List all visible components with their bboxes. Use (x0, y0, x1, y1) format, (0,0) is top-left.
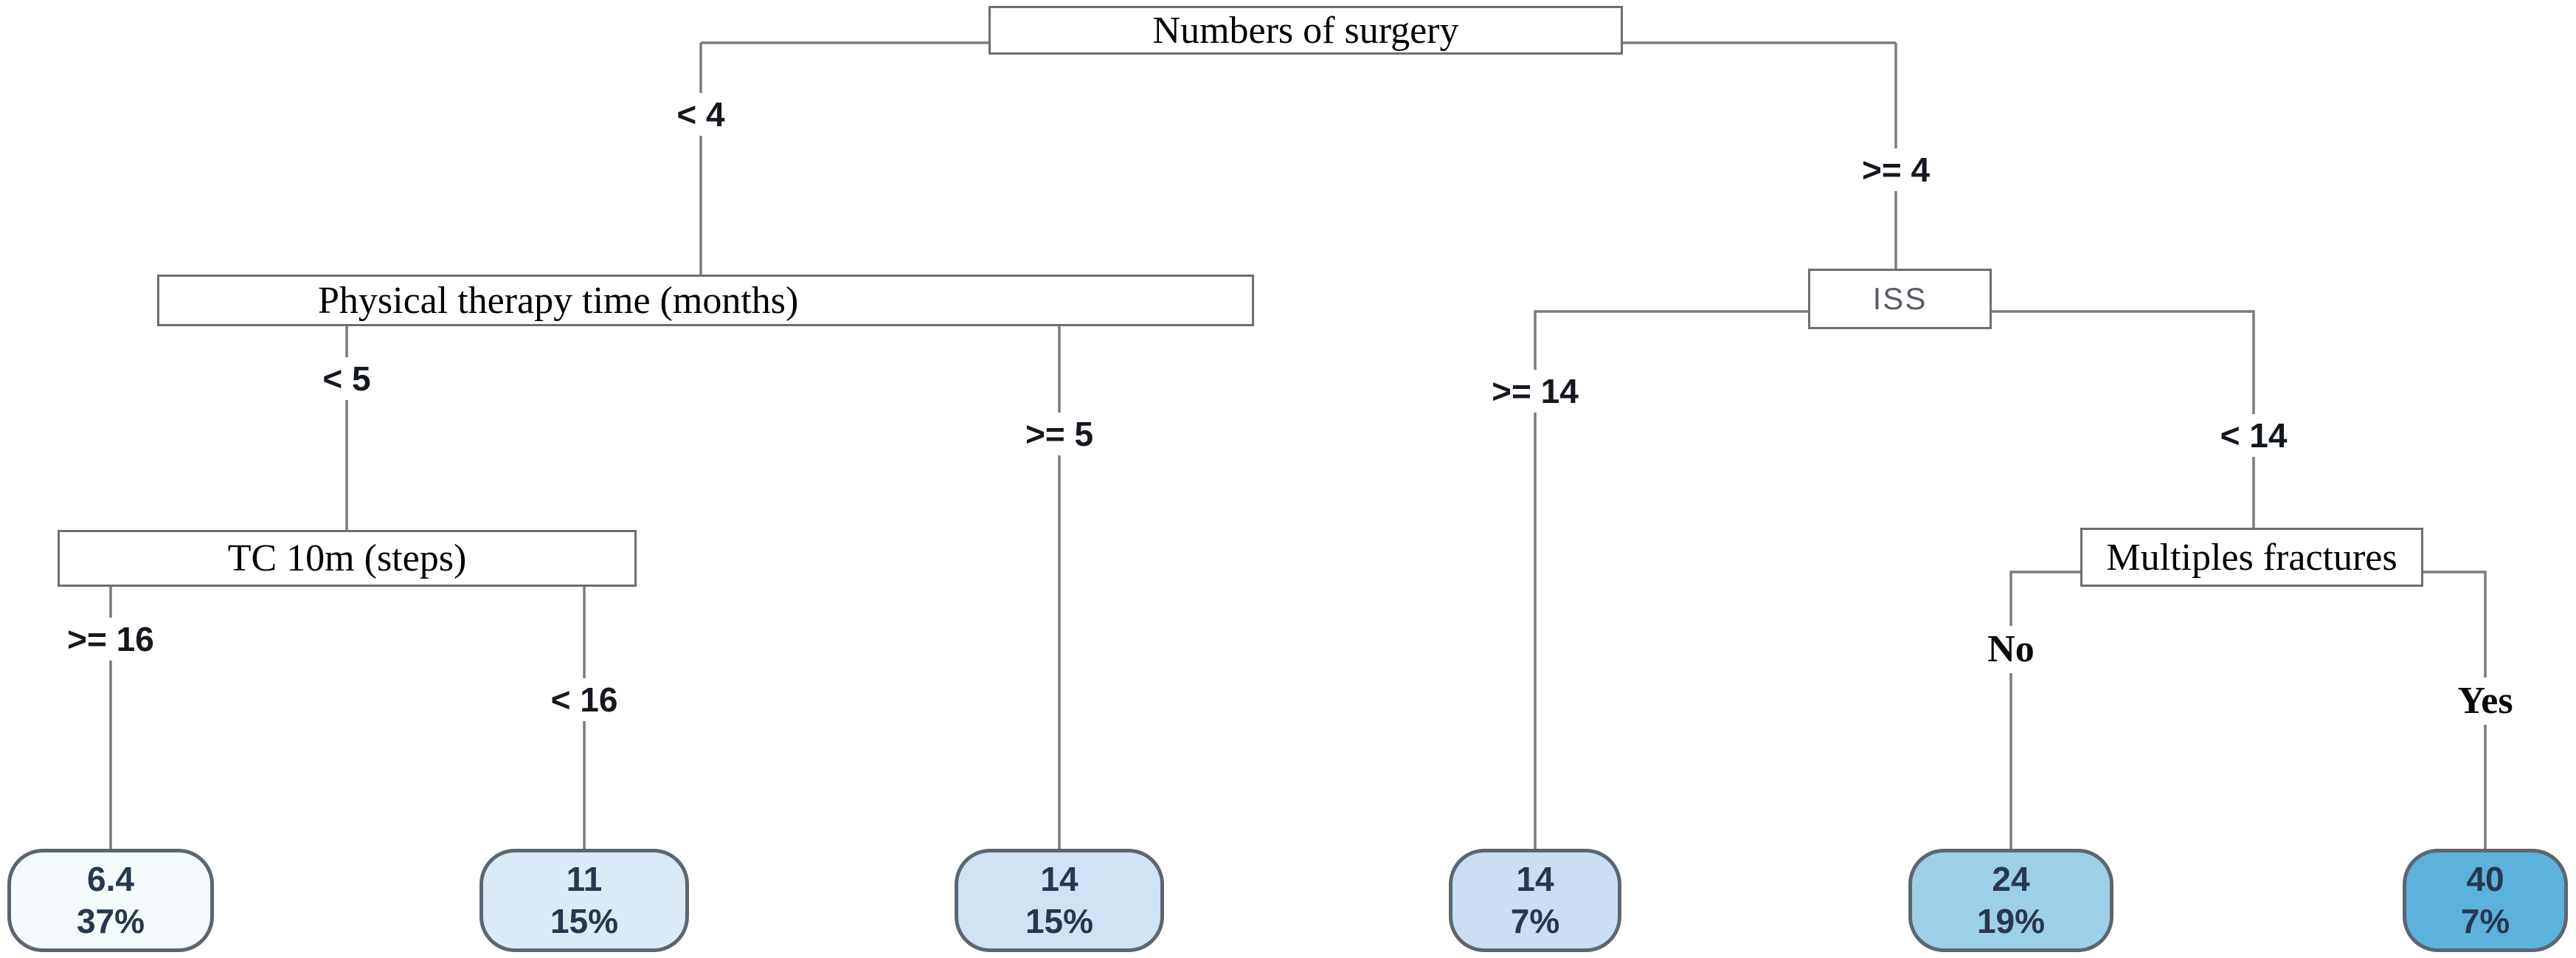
edge-multiple-fractures-to-leaf-6 (2423, 571, 2487, 850)
leaf-node-3: 14 15% (955, 849, 1164, 952)
branch-label-root-right: >= 4 (1854, 148, 1938, 191)
leaf-3-percent: 15% (1025, 902, 1094, 940)
node-iss: ISS (1808, 269, 1992, 329)
branch-label-iss-left: >= 14 (1484, 370, 1586, 413)
leaf-node-4: 14 7% (1449, 849, 1621, 952)
node-iss-label: ISS (1872, 281, 1928, 316)
leaf-1-value: 6.4 (87, 859, 134, 898)
branch-label-physical-therapy-left: < 5 (315, 357, 378, 400)
branch-label-tc10m-right: < 16 (543, 678, 626, 721)
leaf-2-value: 11 (566, 859, 603, 898)
leaf-4-percent: 7% (1510, 902, 1560, 940)
leaf-2-percent: 15% (550, 902, 619, 940)
leaf-node-1: 6.4 37% (7, 849, 214, 952)
leaf-4-value: 14 (1516, 859, 1554, 898)
leaf-3-value: 14 (1040, 859, 1078, 898)
node-physical-therapy-time: Physical therapy time (months) (157, 275, 1254, 326)
branch-label-multiple-fractures-yes: Yes (2450, 678, 2521, 725)
node-physical-therapy-time-label: Physical therapy time (months) (318, 279, 799, 322)
branch-label-physical-therapy-right: >= 5 (1017, 413, 1101, 455)
leaf-1-percent: 37% (76, 902, 145, 940)
edge-iss-to-leaf-4 (1534, 310, 1808, 850)
node-tc-10m-steps: TC 10m (steps) (58, 530, 637, 587)
branch-label-tc10m-left: >= 16 (60, 618, 162, 661)
leaf-node-6: 40 7% (2403, 849, 2568, 952)
node-numbers-of-surgery-label: Numbers of surgery (1152, 9, 1459, 52)
leaf-node-5: 24 19% (1908, 849, 2113, 952)
branch-label-root-left: < 4 (669, 93, 733, 136)
node-multiples-fractures-label: Multiples fractures (2106, 536, 2397, 579)
leaf-node-2: 11 15% (479, 849, 689, 952)
edge-multiple-fractures-to-leaf-5 (2009, 571, 2080, 850)
leaf-5-value: 24 (1992, 859, 2030, 898)
leaf-6-percent: 7% (2460, 902, 2510, 940)
branch-label-iss-right: < 14 (2212, 414, 2295, 457)
node-tc-10m-steps-label: TC 10m (steps) (227, 537, 467, 579)
leaf-6-value: 40 (2466, 859, 2504, 898)
leaf-5-percent: 19% (1976, 902, 2046, 940)
node-numbers-of-surgery: Numbers of surgery (988, 6, 1623, 55)
branch-label-multiple-fractures-no: No (1980, 626, 2042, 673)
node-multiples-fractures: Multiples fractures (2080, 528, 2423, 587)
